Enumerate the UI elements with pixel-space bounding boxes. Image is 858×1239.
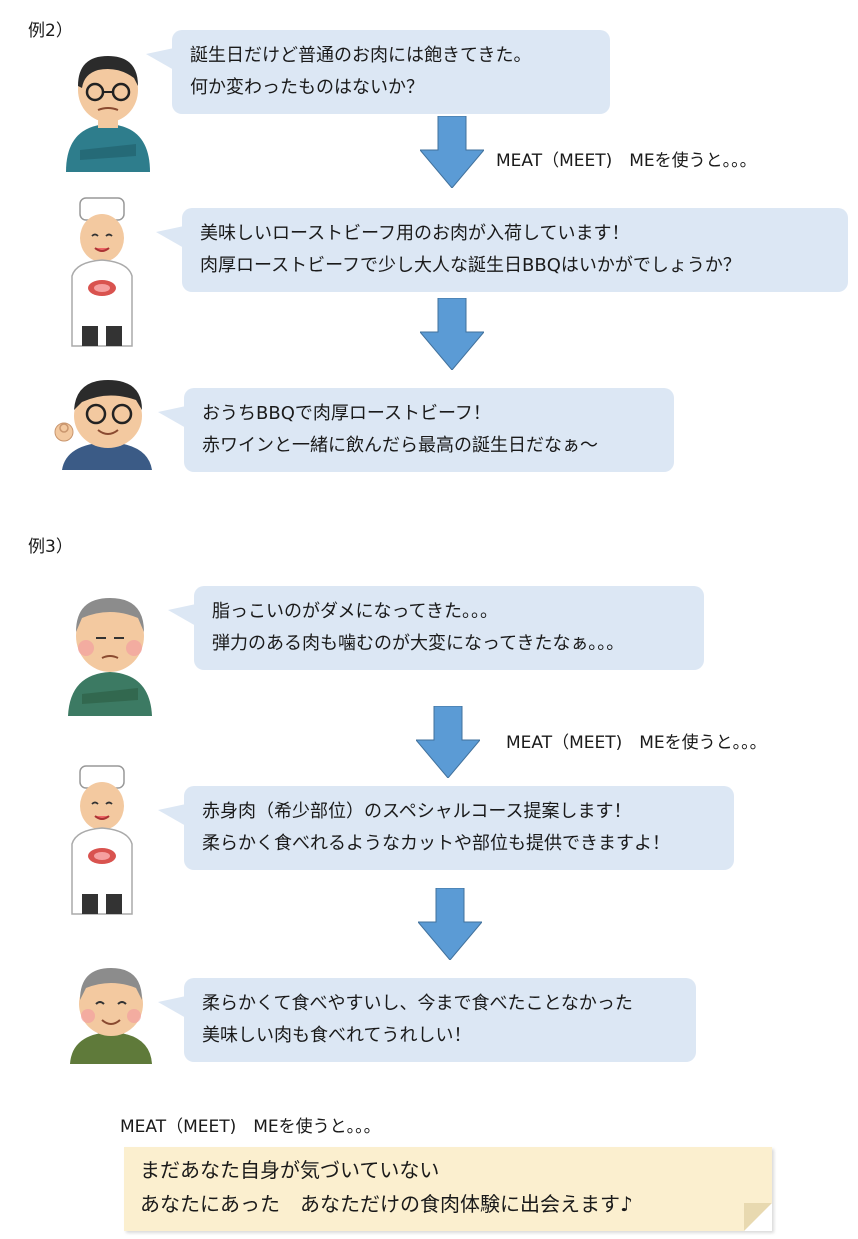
example3-result-bubble: 柔らかくて食べやすいし、今まで食べたことなかった 美味しい肉も食べれてうれしい！ bbox=[158, 978, 696, 1062]
bubble-line: 美味しい肉も食べれてうれしい！ bbox=[202, 1025, 472, 1046]
bubble-line: 脂っこいのがダメになってきた。。。 bbox=[212, 601, 499, 622]
butcher-icon bbox=[71, 197, 133, 347]
bubble-line: おうちBBQで肉厚ローストビーフ！ bbox=[202, 403, 491, 424]
bubble-line: 美味しいローストビーフ用のお肉が入荷しています！ bbox=[200, 223, 630, 244]
down-arrow-icon bbox=[418, 888, 482, 960]
elderly-man-icon bbox=[68, 598, 152, 716]
conclusion-note: まだあなた自身が気づいていない あなたにあった あなただけの食肉体験に出会えます… bbox=[124, 1147, 772, 1231]
bubble-line: 肉厚ローストビーフで少し大人な誕生日BBQはいかがでしょうか？ bbox=[200, 255, 741, 276]
example2-arrow-note: MEAT（MEET) MEを使うと。。。 bbox=[496, 151, 757, 171]
happy-man-icon bbox=[54, 380, 152, 470]
butcher-icon bbox=[71, 765, 133, 915]
example3-arrow-note: MEAT（MEET) MEを使うと。。。 bbox=[506, 733, 767, 753]
example3-label: 例3） bbox=[28, 537, 73, 557]
example2-customer-bubble: 誕生日だけど普通のお肉には飽きてきた。 何か変わったものはないか？ bbox=[146, 30, 610, 114]
worried-man-icon bbox=[66, 56, 150, 172]
bubble-line: 弾力のある肉も噛むのが大変になってきたなぁ。。。 bbox=[212, 633, 625, 654]
example2-label: 例2） bbox=[28, 21, 73, 41]
bubble-line: 何か変わったものはないか？ bbox=[190, 77, 424, 98]
bubble-line: 柔らかく食べれるようなカットや部位も提供できますよ！ bbox=[202, 833, 670, 854]
down-arrow-icon bbox=[420, 116, 484, 188]
example2-butcher-bubble: 美味しいローストビーフ用のお肉が入荷しています！ 肉厚ローストビーフで少し大人な… bbox=[156, 208, 848, 292]
example3-butcher-bubble: 赤身肉（希少部位）のスペシャルコース提案します！ 柔らかく食べれるようなカットや… bbox=[158, 786, 734, 870]
conclusion-line: まだあなた自身が気づいていない bbox=[140, 1158, 440, 1182]
conclusion-intro: MEAT（MEET) MEを使うと。。。 bbox=[120, 1117, 381, 1137]
bubble-line: 柔らかくて食べやすいし、今まで食べたことなかった bbox=[202, 993, 633, 1014]
bubble-line: 赤ワインと一緒に飲んだら最高の誕生日だなぁ～ bbox=[202, 435, 598, 456]
happy-elderly-man-icon bbox=[70, 968, 152, 1064]
conclusion-line: あなたにあった あなただけの食肉体験に出会えます♪ bbox=[140, 1192, 633, 1216]
example3-customer-bubble: 脂っこいのがダメになってきた。。。 弾力のある肉も噛むのが大変になってきたなぁ。… bbox=[168, 586, 704, 670]
down-arrow-icon bbox=[420, 298, 484, 370]
page-fold bbox=[744, 1203, 772, 1231]
down-arrow-icon bbox=[416, 706, 480, 778]
example2-result-bubble: おうちBBQで肉厚ローストビーフ！ 赤ワインと一緒に飲んだら最高の誕生日だなぁ～ bbox=[158, 388, 674, 472]
bubble-line: 赤身肉（希少部位）のスペシャルコース提案します！ bbox=[202, 801, 632, 822]
bubble-line: 誕生日だけど普通のお肉には飽きてきた。 bbox=[190, 45, 532, 66]
